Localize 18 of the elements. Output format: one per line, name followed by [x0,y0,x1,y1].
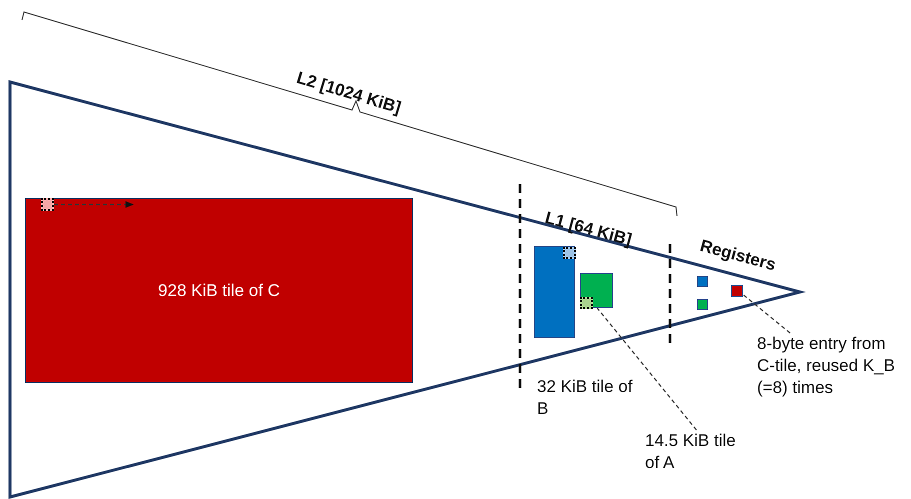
entry-square [563,247,576,259]
cache-level-label: L2 [1024 KiB] [294,68,404,118]
cache-level-label: L1 [64 KiB] [542,208,634,250]
tile-block [25,198,413,383]
tile-block [534,246,575,338]
leader-line [596,308,697,430]
tile-size-text: 32 KiB tile of B [537,376,634,420]
annotation-text: 8-byte entry from C-tile, reused K_B (=8) times [757,333,896,398]
entry-square [41,198,54,211]
entry-square [580,297,593,309]
register-square [731,285,743,297]
register-square [697,299,708,310]
tile-label: 928 KiB tile of C [158,280,280,302]
leader-line [742,294,790,334]
arrow [54,201,134,208]
register-square [697,276,708,287]
tile-block [580,273,613,308]
annotation-text: 14.5 KiB tile of A [645,430,737,474]
